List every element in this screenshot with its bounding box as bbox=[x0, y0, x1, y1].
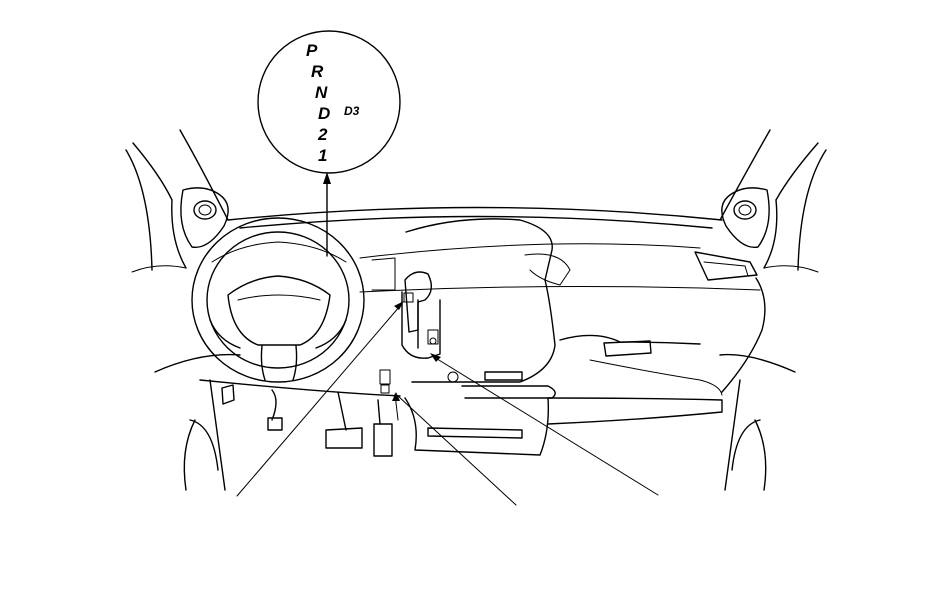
right-pillar bbox=[719, 129, 827, 273]
shift-lever bbox=[401, 271, 441, 359]
pedals bbox=[267, 369, 393, 457]
shift-indicator-callout: P R N D D3 2 1 bbox=[257, 30, 401, 174]
dashboard-top bbox=[227, 206, 766, 393]
gear-position-d: D bbox=[318, 104, 330, 123]
lower-panels bbox=[154, 353, 796, 491]
steering-wheel bbox=[191, 217, 365, 383]
gear-position-r: R bbox=[311, 62, 324, 81]
indicator-arrow bbox=[323, 172, 331, 257]
leader-lines bbox=[236, 301, 659, 506]
gear-position-1: 1 bbox=[318, 146, 327, 165]
gear-position-p: P bbox=[306, 41, 318, 60]
left-pillar bbox=[125, 129, 229, 273]
gear-position-n: N bbox=[315, 83, 328, 102]
gear-position-2: 2 bbox=[317, 125, 328, 144]
center-console bbox=[371, 218, 723, 456]
gear-position-d3: D3 bbox=[344, 104, 360, 118]
